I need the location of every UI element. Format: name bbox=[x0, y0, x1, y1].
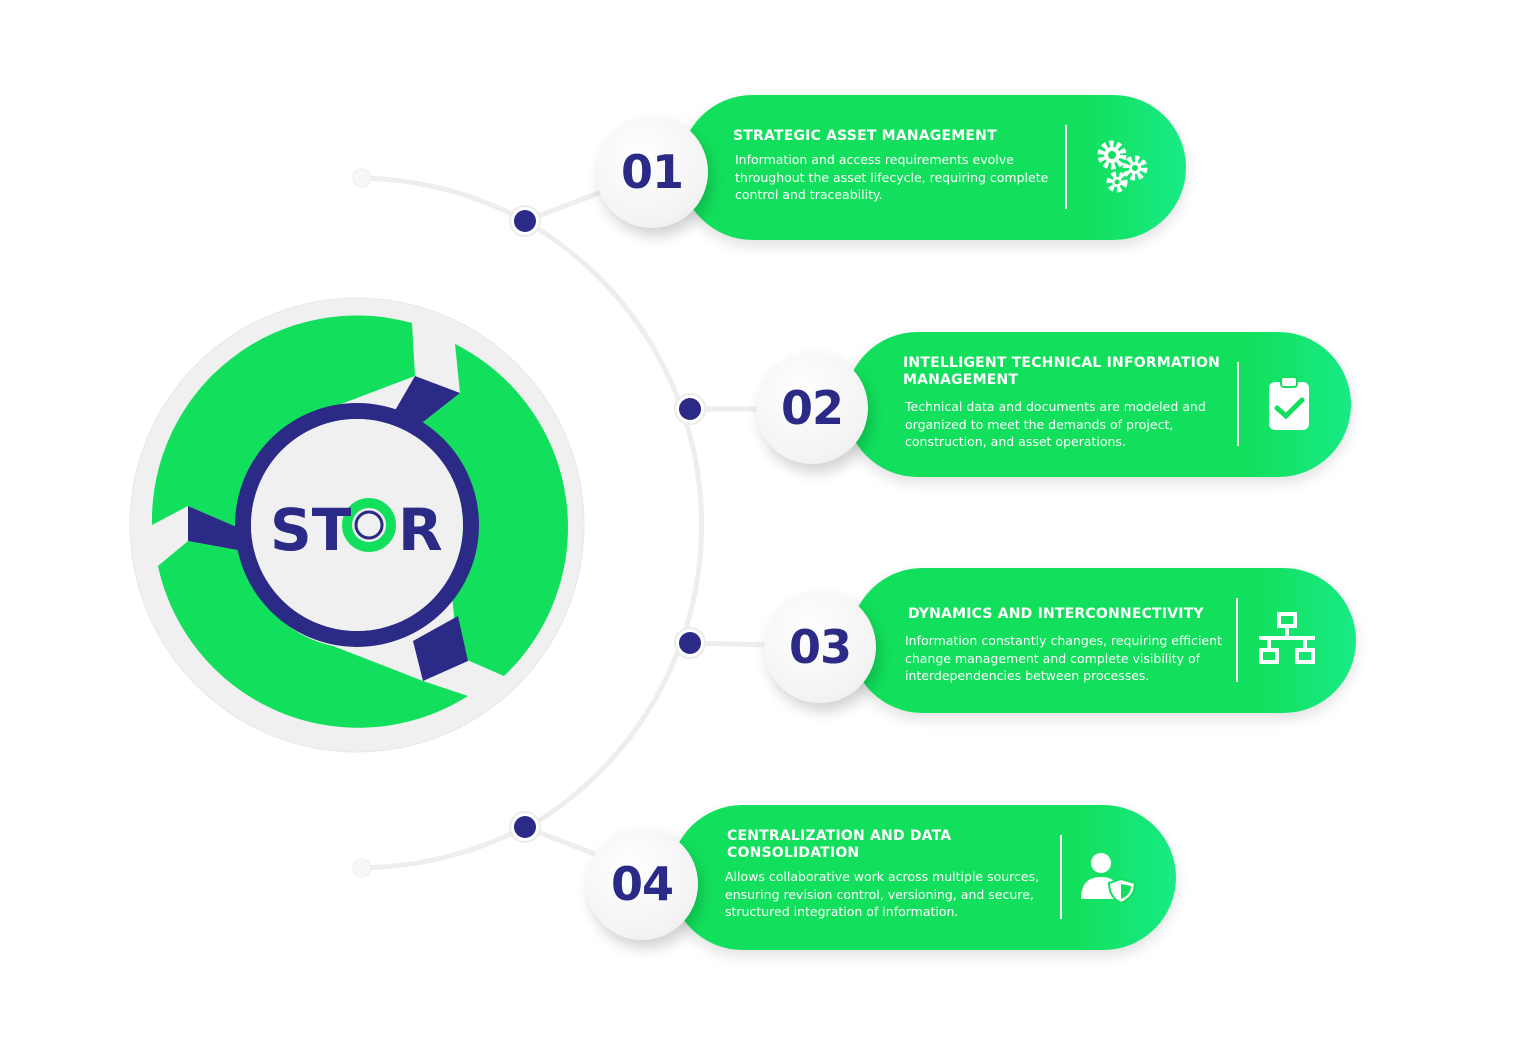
item-card-3: DYNAMICS AND INTERCONNECTIVITY Informati… bbox=[850, 568, 1356, 713]
item-title: STRATEGIC ASSET MANAGEMENT bbox=[733, 128, 997, 144]
item-description: Technical data and documents are modeled… bbox=[905, 399, 1206, 449]
logo-text-st: ST bbox=[270, 496, 352, 564]
logo-text-r: R bbox=[398, 496, 443, 564]
clipboard-check-icon bbox=[1269, 376, 1309, 430]
item-description: Allows collaborative work across multipl… bbox=[725, 869, 1040, 919]
item-description: Information and access requirements evol… bbox=[735, 152, 1049, 202]
divider bbox=[1237, 362, 1239, 446]
connector-dots bbox=[352, 168, 706, 878]
item-number-4: 04 bbox=[586, 828, 698, 940]
item-title: DYNAMICS AND INTERCONNECTIVITY bbox=[908, 606, 1204, 622]
item-description: Information constantly changes, requirin… bbox=[905, 633, 1222, 683]
user-shield-icon bbox=[1081, 853, 1137, 905]
item-number-2: 02 bbox=[756, 352, 868, 464]
divider bbox=[1236, 598, 1238, 682]
gears-icon bbox=[1097, 140, 1148, 193]
item-title: CENTRALIZATION AND DATA CONSOLIDATION bbox=[727, 828, 952, 861]
item-number-1: 01 bbox=[596, 116, 708, 228]
item-card-2: INTELLIGENT TECHNICAL INFORMATION MANAGE… bbox=[845, 332, 1351, 477]
item-card-1: STRATEGIC ASSET MANAGEMENT Information a… bbox=[680, 95, 1186, 240]
item-card-4: CENTRALIZATION AND DATA CONSOLIDATION Al… bbox=[670, 805, 1176, 950]
stor-logo-emblem: ST R bbox=[128, 296, 588, 756]
item-title: INTELLIGENT TECHNICAL INFORMATION MANAGE… bbox=[903, 355, 1221, 388]
item-number-3: 03 bbox=[764, 591, 876, 703]
divider bbox=[1060, 835, 1062, 919]
network-icon bbox=[1259, 612, 1315, 664]
divider bbox=[1065, 125, 1067, 209]
